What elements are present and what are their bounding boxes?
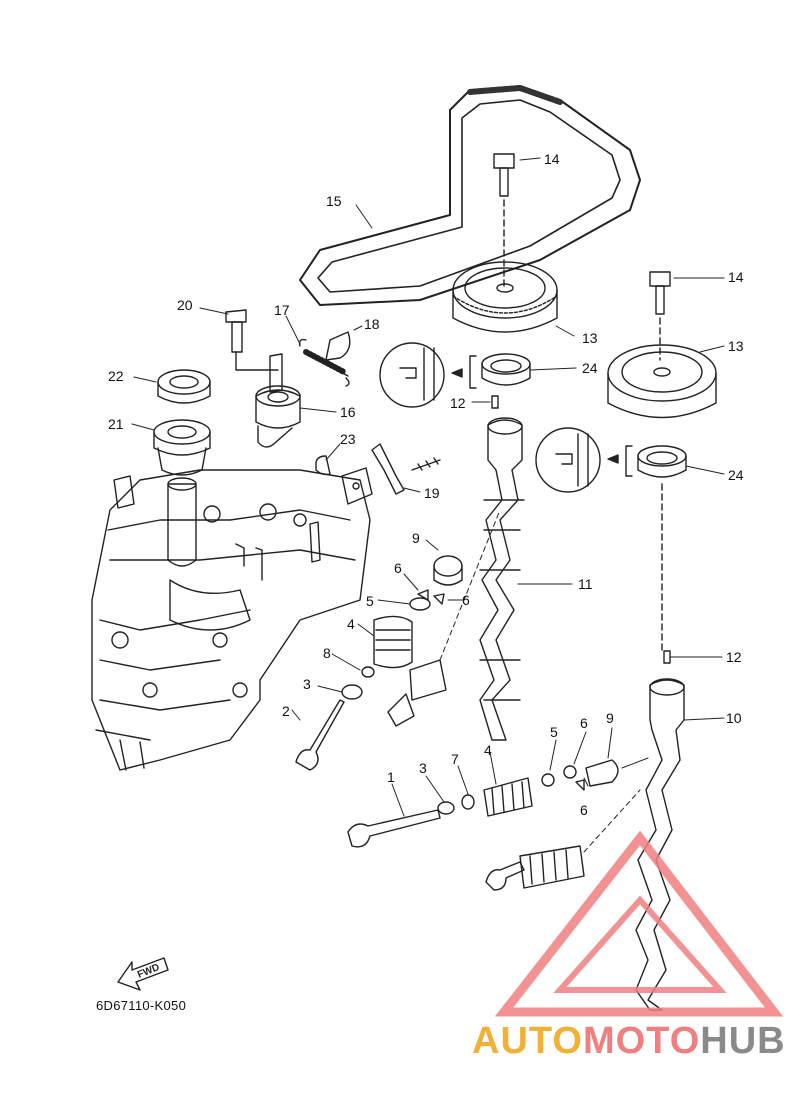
callout-9-upper: 9	[412, 530, 420, 546]
callout-3-lower: 3	[419, 760, 427, 776]
timing-belt	[299, 85, 641, 306]
callout-7: 7	[451, 751, 459, 767]
callout-24-lower: 24	[728, 467, 744, 483]
callout-16: 16	[340, 404, 356, 420]
bolt-lower	[649, 271, 671, 361]
callout-18: 18	[364, 316, 380, 332]
callout-8: 8	[323, 645, 331, 661]
dowel-pin-lower	[663, 650, 671, 664]
oil-seal-upper	[379, 342, 531, 408]
valve-assembly-upper	[295, 555, 463, 771]
callout-23: 23	[340, 431, 356, 447]
fwd-arrow-icon	[117, 957, 169, 991]
callout-17: 17	[274, 302, 290, 318]
oil-seal-lower	[535, 427, 687, 651]
callout-11: 11	[578, 576, 593, 592]
callout-4-upper: 4	[347, 616, 355, 632]
callout-14-upper: 14	[544, 151, 560, 167]
callout-20: 20	[177, 297, 193, 313]
callout-6-lower-a: 6	[580, 715, 588, 731]
callout-13-lower: 13	[728, 338, 744, 354]
callout-5-lower: 5	[550, 724, 558, 740]
cam-pulley-lower	[607, 344, 717, 419]
callout-6-lower-b: 6	[580, 802, 588, 818]
bracket-group	[315, 443, 441, 505]
watermark-part-1: AUTO	[472, 1020, 583, 1062]
engine-block	[91, 469, 371, 771]
callout-24-upper: 24	[582, 360, 598, 376]
valve-assembly-lower	[347, 759, 619, 891]
watermark-triangle	[494, 830, 784, 1017]
callout-3-upper: 3	[303, 676, 311, 692]
callout-14-lower: 14	[728, 269, 744, 285]
watermark-logo: AUTOMOTOHUB	[472, 1022, 786, 1060]
cam-pulley-upper	[452, 261, 558, 333]
callout-10: 10	[726, 710, 742, 726]
callout-1: 1	[387, 769, 395, 785]
callout-5-upper: 5	[366, 593, 374, 609]
callout-21: 21	[108, 416, 124, 432]
callout-13-upper: 13	[582, 330, 598, 346]
watermark-part-3: HUB	[700, 1020, 786, 1062]
camshaft-11	[479, 417, 525, 741]
watermark-part-2: MOTO	[582, 1020, 701, 1062]
callout-12-upper: 12	[450, 395, 466, 411]
callout-22: 22	[108, 368, 124, 384]
tensioner-group	[153, 309, 351, 476]
callout-12-lower: 12	[726, 649, 742, 665]
callout-2: 2	[282, 703, 290, 719]
callout-6-upper-b: 6	[462, 592, 470, 608]
callout-4-lower: 4	[484, 742, 492, 758]
callout-9-lower: 9	[606, 710, 614, 726]
diagram-code: 6D67110-K050	[96, 998, 187, 1013]
bolt-upper	[493, 153, 515, 291]
callout-6-upper-a: 6	[394, 560, 402, 576]
callout-15: 15	[326, 193, 342, 209]
dowel-pin-upper	[491, 395, 499, 409]
leader-lines	[131, 157, 725, 853]
callout-19: 19	[424, 485, 440, 501]
